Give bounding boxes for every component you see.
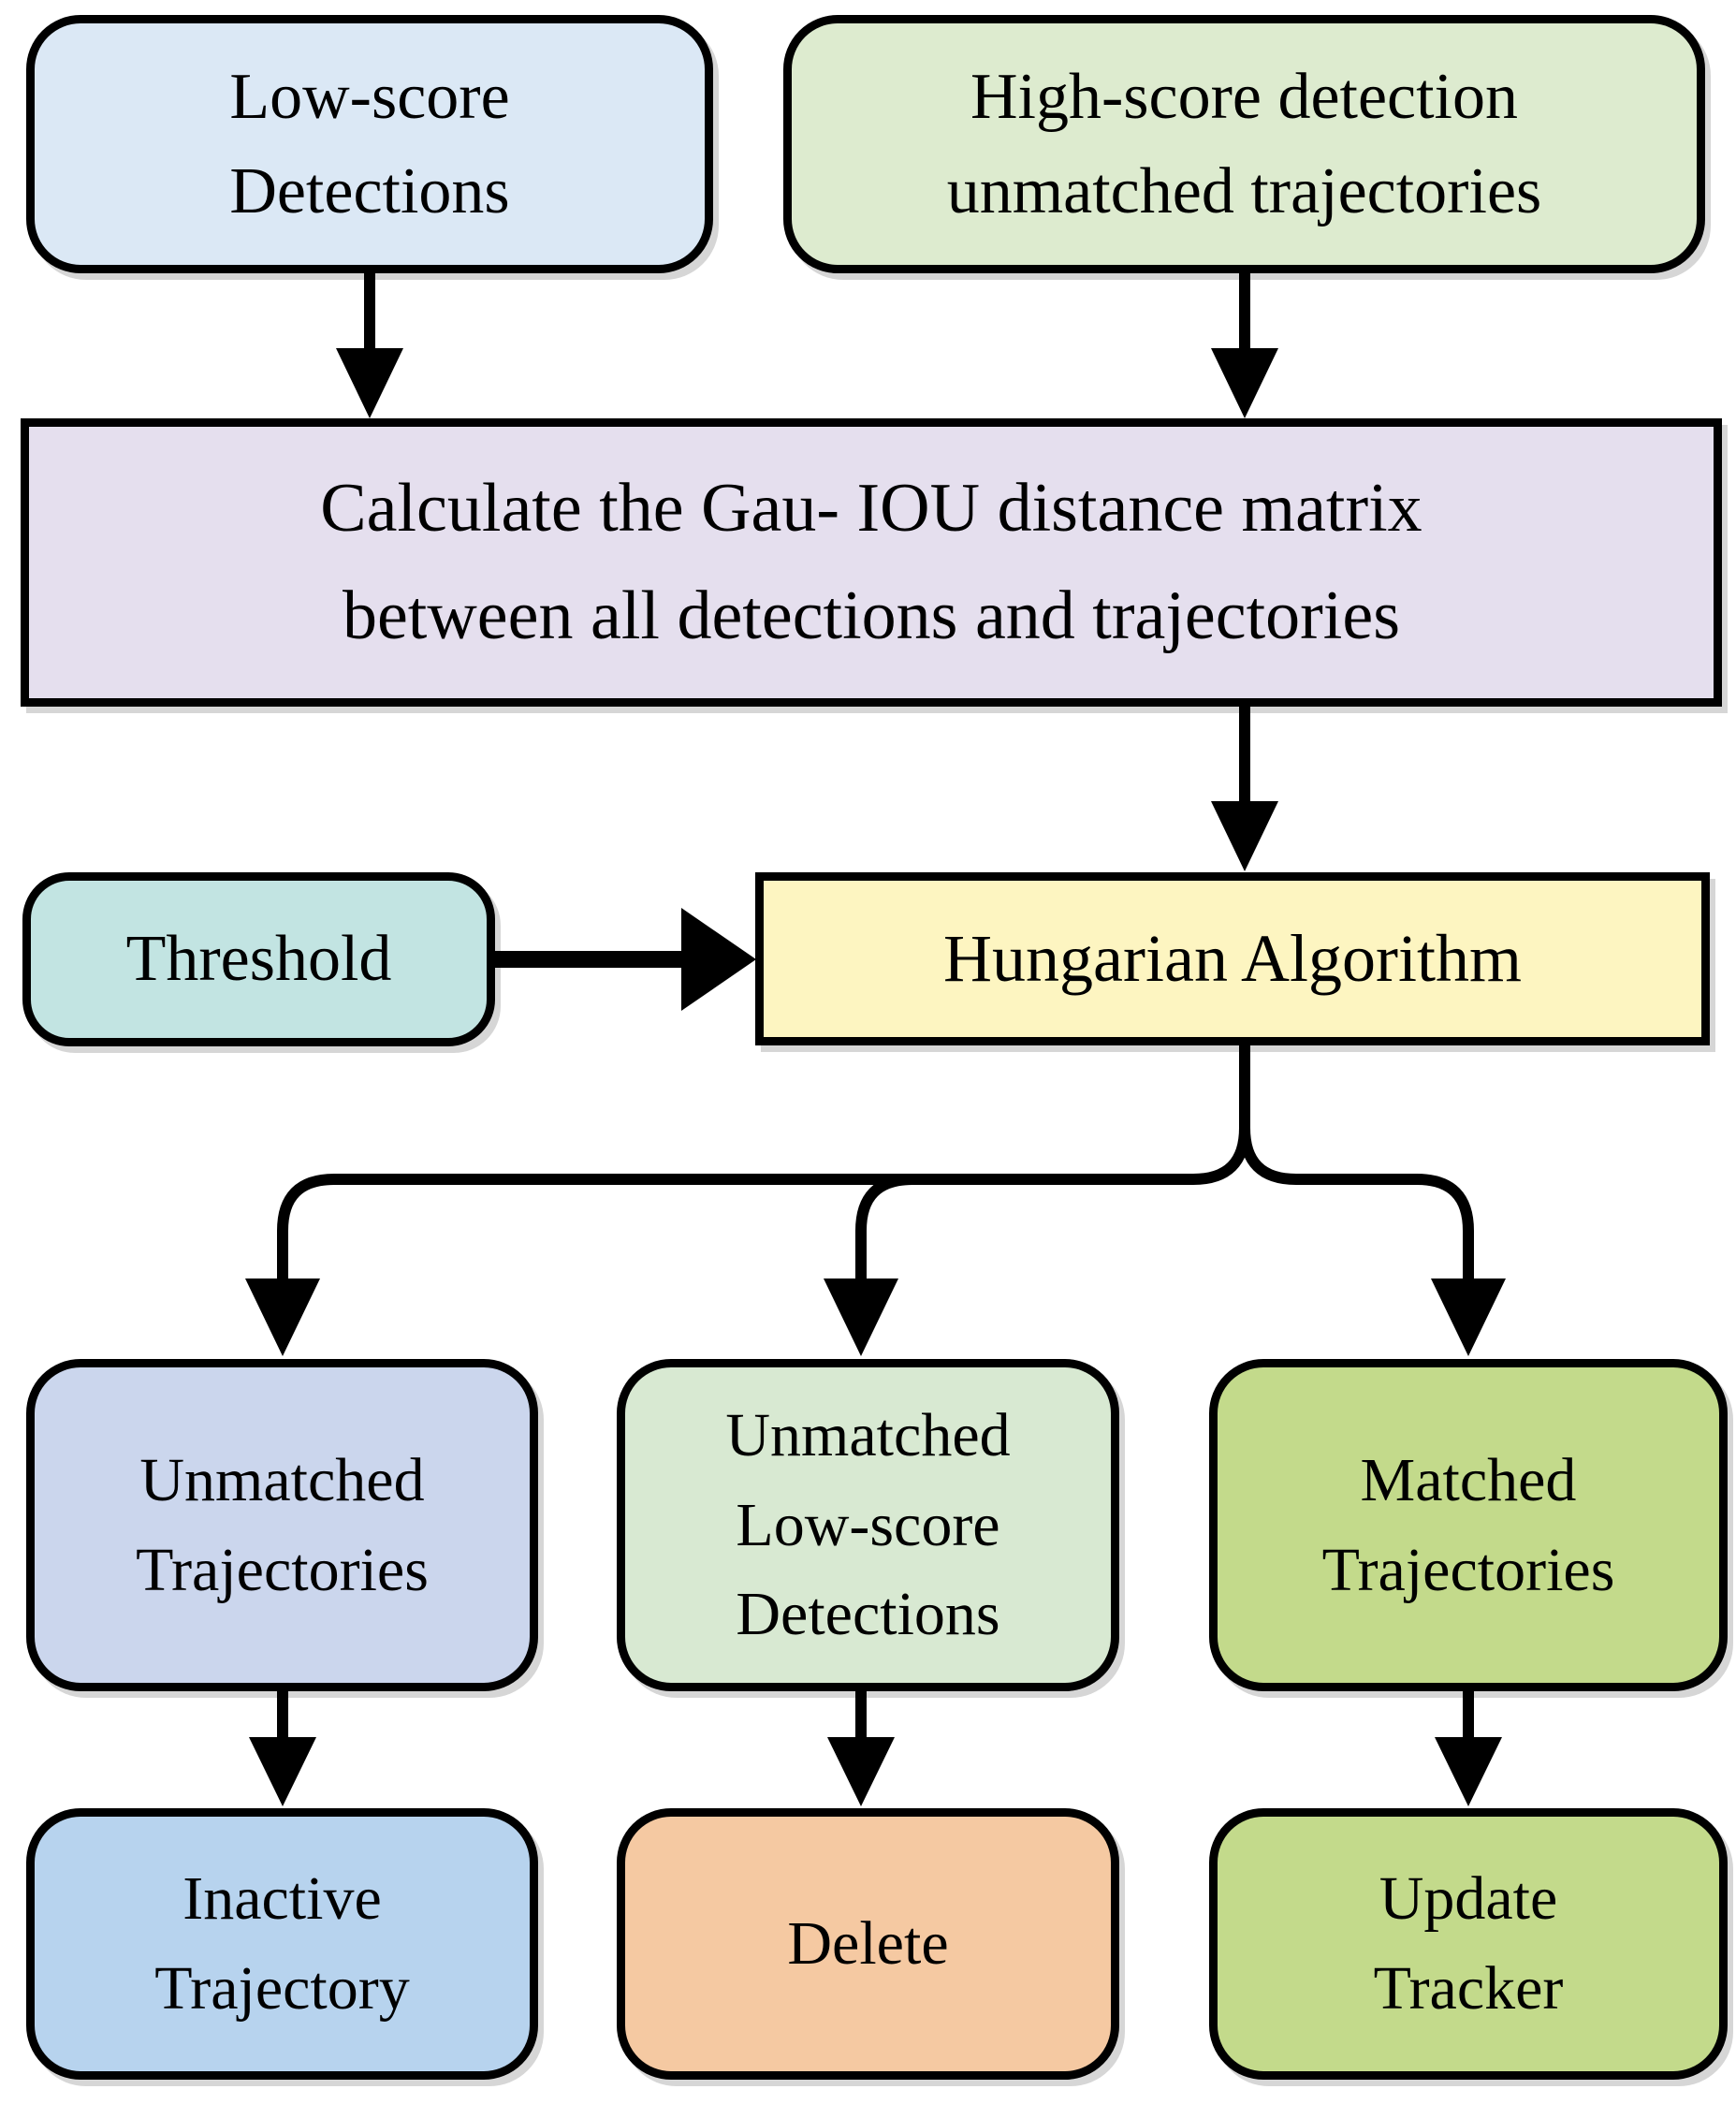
arrowhead-split-middle bbox=[824, 1278, 898, 1356]
node-low-score-detections: Low-score Detections bbox=[26, 15, 713, 273]
edge-hungarian-split-left bbox=[277, 1042, 1250, 1284]
arrowhead-split-left bbox=[245, 1278, 320, 1356]
arrowhead-to-update bbox=[1435, 1737, 1502, 1806]
node-hungarian-algorithm: Hungarian Algorithm bbox=[755, 872, 1710, 1045]
node-delete: Delete bbox=[617, 1808, 1119, 2080]
node-threshold: Threshold bbox=[22, 872, 495, 1046]
node-inactive-trajectory: Inactive Trajectory bbox=[26, 1808, 538, 2080]
arrowhead-matrix-to-hungarian bbox=[1211, 801, 1278, 871]
node-update-tracker: Update Tracker bbox=[1209, 1808, 1728, 2080]
node-high-score-detection-unmatched-trajectories: High-score detection unmatched trajector… bbox=[783, 15, 1705, 273]
arrowhead-to-delete bbox=[827, 1737, 895, 1806]
arrowhead-split-right bbox=[1431, 1278, 1506, 1356]
arrowhead-to-inactive bbox=[249, 1737, 316, 1806]
node-unmatched-low-score-detections: Unmatched Low-score Detections bbox=[617, 1359, 1119, 1691]
node-calculate-gau-iou-distance-matrix: Calculate the Gau- IOU distance matrix b… bbox=[21, 418, 1722, 707]
edge-hungarian-split-middle bbox=[855, 1174, 913, 1284]
arrowhead-high-to-matrix bbox=[1211, 348, 1278, 418]
arrowhead-low-to-matrix bbox=[336, 348, 403, 418]
edge-hungarian-split-right bbox=[1239, 1127, 1474, 1284]
node-matched-trajectories: Matched Trajectories bbox=[1209, 1359, 1728, 1691]
arrowhead-threshold-to-hungarian bbox=[681, 908, 756, 1011]
node-unmatched-trajectories: Unmatched Trajectories bbox=[26, 1359, 538, 1691]
